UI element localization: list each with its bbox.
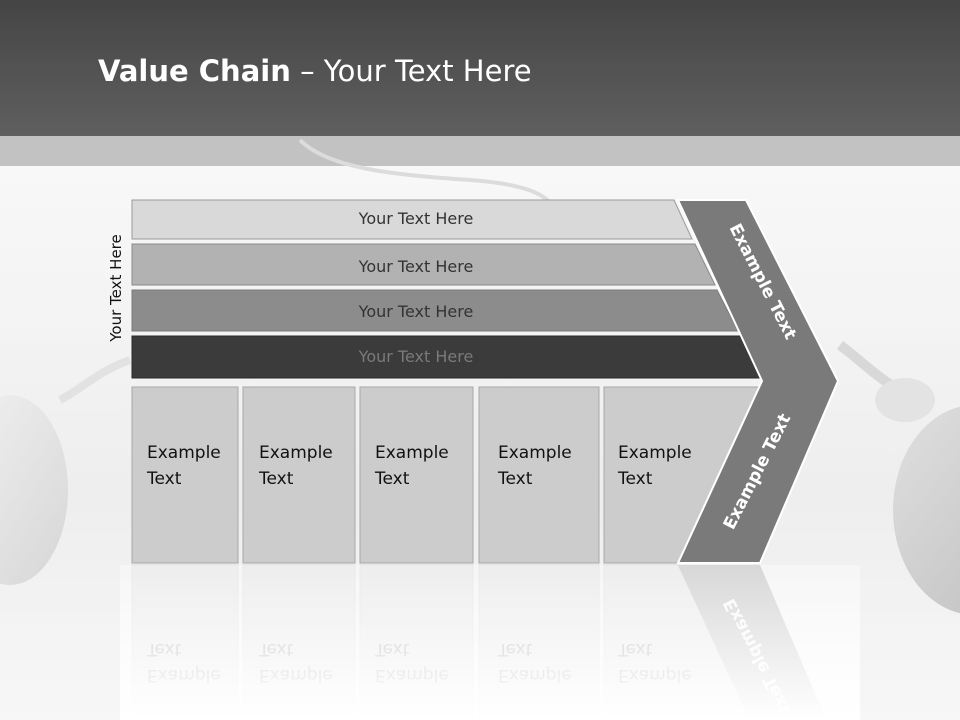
box-3-line1: Example — [375, 443, 449, 463]
box-2-shape — [242, 386, 356, 564]
bar-4-label: Your Text Here — [358, 347, 474, 366]
cable-left-shape — [58, 356, 132, 404]
bar-1-label: Your Text Here — [358, 209, 474, 228]
box-4-line2: Text — [497, 469, 533, 489]
bar-3-label: Your Text Here — [358, 302, 474, 321]
reflection-fade — [120, 565, 860, 720]
box-2-line2: Text — [258, 469, 294, 489]
box-1-line1: Example — [147, 443, 221, 463]
title-bold: Value Chain — [98, 54, 291, 88]
bar-2-shape — [131, 243, 716, 286]
primary-activities: Example Text Example Text Example Text E… — [131, 386, 761, 564]
box-3-shape — [359, 386, 474, 564]
mouse-right-shape — [893, 406, 960, 614]
page-title: Value Chain – Your Text Here — [98, 54, 532, 88]
box-3-line2: Text — [374, 469, 410, 489]
header-bar — [0, 0, 960, 136]
side-label: Your Text Here — [107, 234, 125, 342]
box-1-shape — [131, 386, 239, 564]
chevron-shape — [676, 199, 840, 564]
header-band — [0, 136, 960, 166]
box-5-line1: Example — [618, 443, 692, 463]
mouse-right-nub-shape — [875, 378, 935, 422]
box-4-shape — [478, 386, 600, 564]
bar-2-label: Your Text Here — [358, 257, 474, 276]
box-1-line2: Text — [146, 469, 182, 489]
box-5-line2: Text — [617, 469, 653, 489]
box-2-line1: Example — [259, 443, 333, 463]
box-4-line1: Example — [498, 443, 572, 463]
support-activities: Your Text Here Your Text Here Your Text … — [131, 199, 764, 379]
mouse-left-shape — [0, 395, 68, 585]
title-rest: – Your Text Here — [290, 54, 532, 88]
bar-1-shape — [131, 199, 693, 240]
